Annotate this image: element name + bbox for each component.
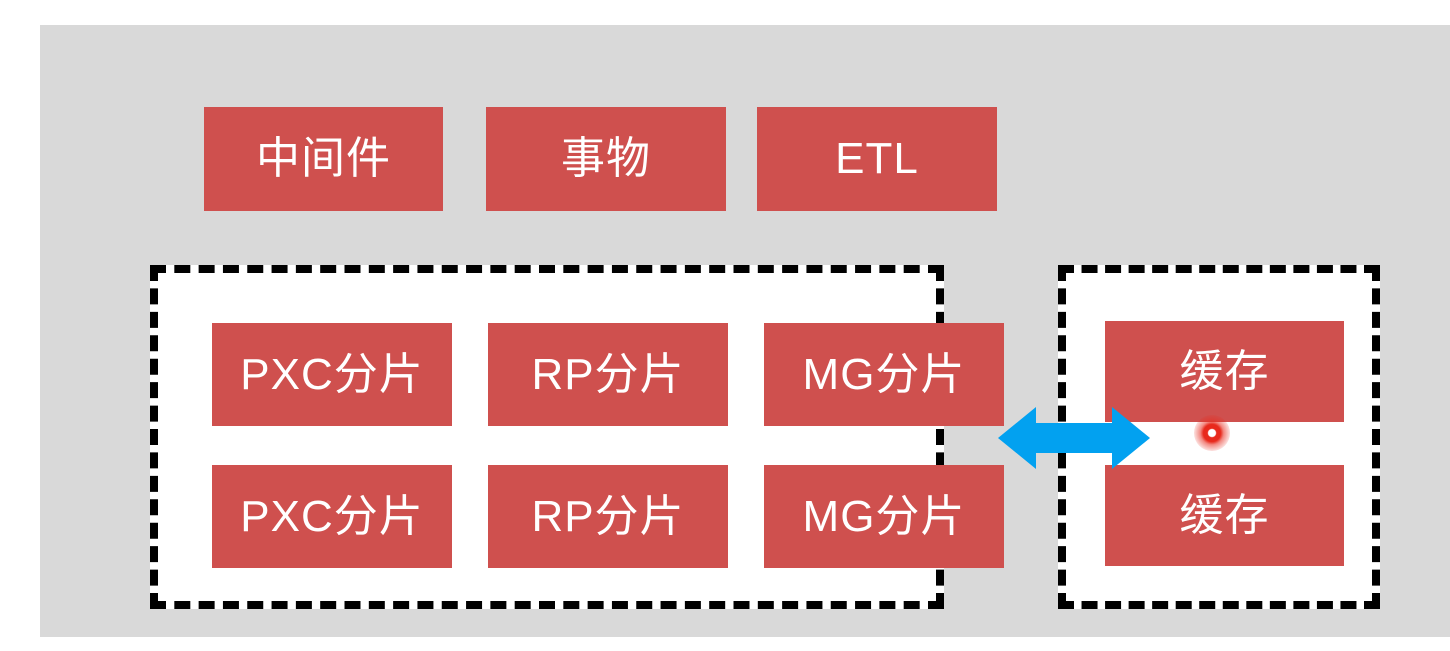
double-headed-arrow-shape xyxy=(998,407,1150,469)
sharding-cluster-group: PXC分片 RP分片 MG分片 PXC分片 RP分片 MG分片 xyxy=(150,265,1004,609)
block-cache-bottom[interactable]: 缓存 xyxy=(1105,465,1344,566)
block-transaction[interactable]: 事物 xyxy=(486,107,726,211)
double-headed-arrow-icon xyxy=(998,407,1150,469)
block-pxc-shard-row1[interactable]: PXC分片 xyxy=(212,323,452,426)
diagram-canvas: 中间件 事物 ETL PXC分片 RP分片 MG分片 PXC分片 RP分片 MG… xyxy=(40,25,1450,637)
block-etl[interactable]: ETL xyxy=(757,107,997,211)
block-mg-shard-row2[interactable]: MG分片 xyxy=(764,465,1004,568)
cache-cluster-group: 缓存 缓存 xyxy=(1058,265,1380,609)
block-rp-shard-row2[interactable]: RP分片 xyxy=(488,465,728,568)
block-cache-top[interactable]: 缓存 xyxy=(1105,321,1344,422)
block-mg-shard-row1[interactable]: MG分片 xyxy=(764,323,1004,426)
block-middleware[interactable]: 中间件 xyxy=(204,107,443,211)
block-pxc-shard-row2[interactable]: PXC分片 xyxy=(212,465,452,568)
block-rp-shard-row1[interactable]: RP分片 xyxy=(488,323,728,426)
